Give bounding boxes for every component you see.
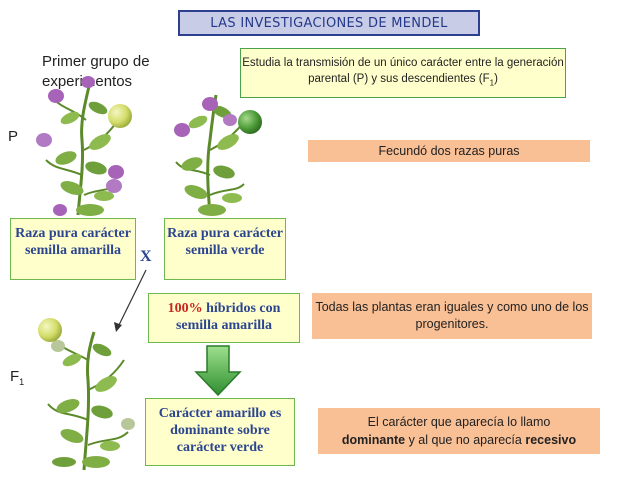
dominante-box: Carácter amarillo es dominante sobre car… [145,398,295,466]
fact-iguales: Todas las plantas eran iguales y como un… [312,293,592,339]
hibridos-text: híbridos con semilla amarilla [175,301,281,333]
fact-dominante-mid: y al que no aparecía [405,433,526,447]
f1-letter: F [10,368,20,385]
pea-plant-f1 [47,331,135,471]
f1-sub: 1 [19,377,25,387]
page-title: LAS INVESTIGACIONES DE MENDEL [178,10,480,36]
pea-plant-yellow-seed [36,76,124,216]
description-text: Estudia la transmisión de un único carác… [242,57,564,85]
experiment-description: Estudia la transmisión de un único carác… [240,48,566,98]
description-sub: 1 [489,78,495,88]
f1-label: F1 [10,368,24,387]
fact-dominante-line1: El carácter que aparecía lo llamo [367,415,551,429]
hibridos-box: 100% híbridos con semilla amarilla [148,293,300,343]
fact-dominante: El carácter que aparecía lo llamo dominan… [318,408,600,454]
raza-amarilla-box: Raza pura carácter semilla amarilla [10,218,136,280]
down-arrow-icon [194,345,242,397]
hibridos-percent: 100% [167,301,203,316]
cross-to-f1-arrow [114,269,147,332]
pea-plant-green-seed [174,94,245,216]
description-tail: ) [494,73,498,85]
fact-fecundo: Fecundó dos razas puras [308,140,590,162]
raza-verde-box: Raza pura carácter semilla verde [164,218,286,280]
recesivo-word: recesivo [525,433,577,447]
dominante-word: dominante [341,433,406,447]
yellow-seed-icon [38,318,62,342]
parental-label: P [8,128,19,145]
green-seed-icon [238,110,262,134]
yellow-seed-icon [108,104,132,128]
cross-symbol: X [140,248,152,265]
